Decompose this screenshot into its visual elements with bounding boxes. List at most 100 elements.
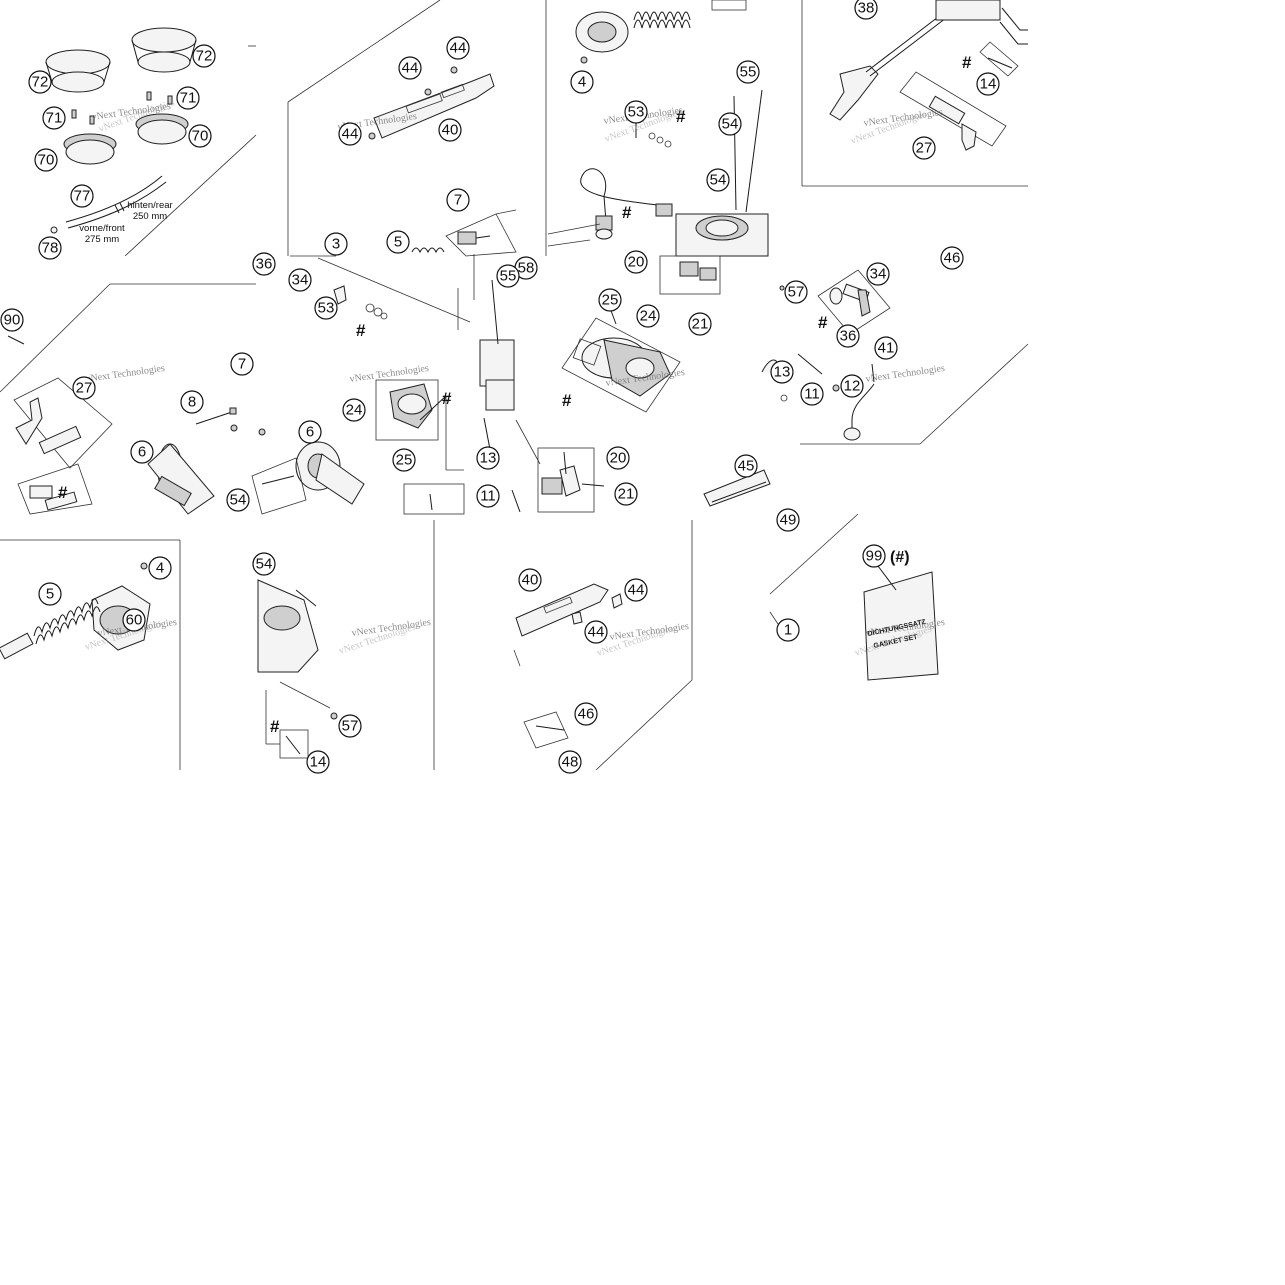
svg-text:90: 90	[4, 312, 21, 329]
float-needle-box	[17, 463, 93, 515]
throttle-slide-right	[295, 441, 365, 505]
carb-body-edge	[479, 279, 515, 411]
svg-text:46: 46	[578, 706, 595, 723]
hose-length-notes: hinten/rear 250 mm vorne/front 275 mm	[79, 200, 172, 245]
tile-frame-lines	[0, 0, 1029, 771]
throttle-spring-upper	[411, 247, 445, 254]
callout-24: 24	[636, 304, 660, 328]
svg-text:6: 6	[138, 444, 146, 461]
callout-53: 53	[314, 296, 338, 320]
choke-rail	[703, 469, 771, 507]
svg-text:41: 41	[878, 340, 895, 357]
callout-78: 78	[38, 236, 62, 260]
callout-54: 54	[252, 552, 276, 576]
callout-21: 21	[614, 482, 638, 506]
jet-needle-box	[251, 457, 307, 515]
svg-text:5: 5	[46, 586, 54, 603]
callout-13: 13	[770, 360, 794, 384]
svg-text:4: 4	[156, 560, 164, 577]
svg-text:34: 34	[292, 272, 309, 289]
svg-text:60: 60	[126, 612, 143, 629]
intake-ring-right	[131, 27, 197, 73]
callout-20: 20	[624, 250, 648, 274]
callout-44: 44	[398, 56, 422, 80]
screws-small	[71, 91, 173, 125]
svg-text:44: 44	[342, 126, 359, 143]
callout-5: 5	[38, 582, 62, 606]
callout-57: 57	[338, 714, 362, 738]
svg-text:55: 55	[500, 268, 517, 285]
hash-markers: # # # # # # # # #	[58, 53, 972, 736]
intake-ring-left	[45, 49, 111, 93]
carburetor-top-assembly	[547, 0, 769, 295]
svg-text:8: 8	[188, 394, 196, 411]
callout-55: 55	[496, 264, 520, 288]
svg-text:72: 72	[32, 74, 49, 91]
watermark-text: vNext Technologies	[349, 363, 430, 385]
svg-text:54: 54	[256, 556, 273, 573]
part-callouts: 72 72 71 71 70 70 77 78 44 44 44 40 7 5 …	[0, 0, 1000, 774]
svg-text:44: 44	[402, 60, 419, 77]
rear-hose-length: 250 mm	[133, 211, 167, 222]
throttle-lever-lower-assembly	[513, 583, 623, 749]
gasket-kit-envelope	[863, 571, 939, 681]
vent-hose	[65, 175, 167, 229]
jet-holder-box	[659, 255, 721, 295]
callout-49: 49	[776, 508, 800, 532]
watermark-text: vNext Technologies	[85, 363, 166, 385]
pump-diaphragm-box	[375, 379, 439, 441]
svg-text:55: 55	[740, 64, 757, 81]
svg-text:25: 25	[396, 452, 413, 469]
svg-text:5: 5	[394, 234, 402, 251]
throttle-lever-lower	[515, 583, 609, 637]
callout-11: 11	[800, 382, 824, 406]
svg-text:70: 70	[38, 152, 55, 169]
throttle-shaft-lower	[0, 632, 34, 660]
idle-screw-sensor-assembly	[761, 269, 891, 441]
svg-text:21: 21	[618, 486, 635, 503]
callout-34: 34	[288, 268, 312, 292]
svg-text:14: 14	[310, 754, 327, 771]
choke-rail-lower	[523, 711, 569, 749]
hash-marker: #	[270, 717, 280, 736]
callout-5: 5	[386, 230, 410, 254]
callout-11: 11	[476, 484, 500, 508]
callout-21: 21	[688, 312, 712, 336]
svg-text:3: 3	[332, 236, 340, 253]
hot-start-hose-box	[899, 71, 1007, 151]
callout-25: 25	[598, 288, 622, 312]
callout-24: 24	[342, 398, 366, 422]
callout-44: 44	[446, 36, 470, 60]
gasket-kit-hash-label: (#)	[890, 549, 910, 566]
callout-55: 55	[736, 60, 760, 84]
top-cover	[575, 11, 629, 53]
callout-72: 72	[28, 70, 52, 94]
callout-38: 38	[854, 0, 878, 20]
callout-7: 7	[446, 188, 470, 212]
svg-text:7: 7	[238, 356, 246, 373]
svg-text:25: 25	[602, 292, 619, 309]
svg-text:20: 20	[610, 450, 627, 467]
callout-40: 40	[518, 568, 542, 592]
svg-text:13: 13	[480, 450, 497, 467]
pump-cover-assembly-left	[317, 254, 515, 515]
svg-text:1: 1	[784, 622, 792, 639]
callout-8: 8	[180, 390, 204, 414]
svg-text:36: 36	[256, 256, 273, 273]
svg-text:54: 54	[230, 492, 247, 509]
callout-40: 40	[438, 118, 462, 142]
callout-48: 48	[558, 750, 582, 774]
svg-text:44: 44	[628, 582, 645, 599]
svg-text:57: 57	[342, 718, 359, 735]
hash-marker: #	[622, 203, 632, 222]
callout-1: 1	[776, 618, 800, 642]
svg-text:34: 34	[870, 266, 887, 283]
svg-text:38: 38	[858, 0, 875, 17]
svg-text:77: 77	[74, 188, 91, 205]
svg-text:46: 46	[944, 250, 961, 267]
svg-text:4: 4	[578, 74, 586, 91]
svg-text:44: 44	[450, 40, 467, 57]
callout-34: 34	[866, 262, 890, 286]
svg-text:36: 36	[840, 328, 857, 345]
